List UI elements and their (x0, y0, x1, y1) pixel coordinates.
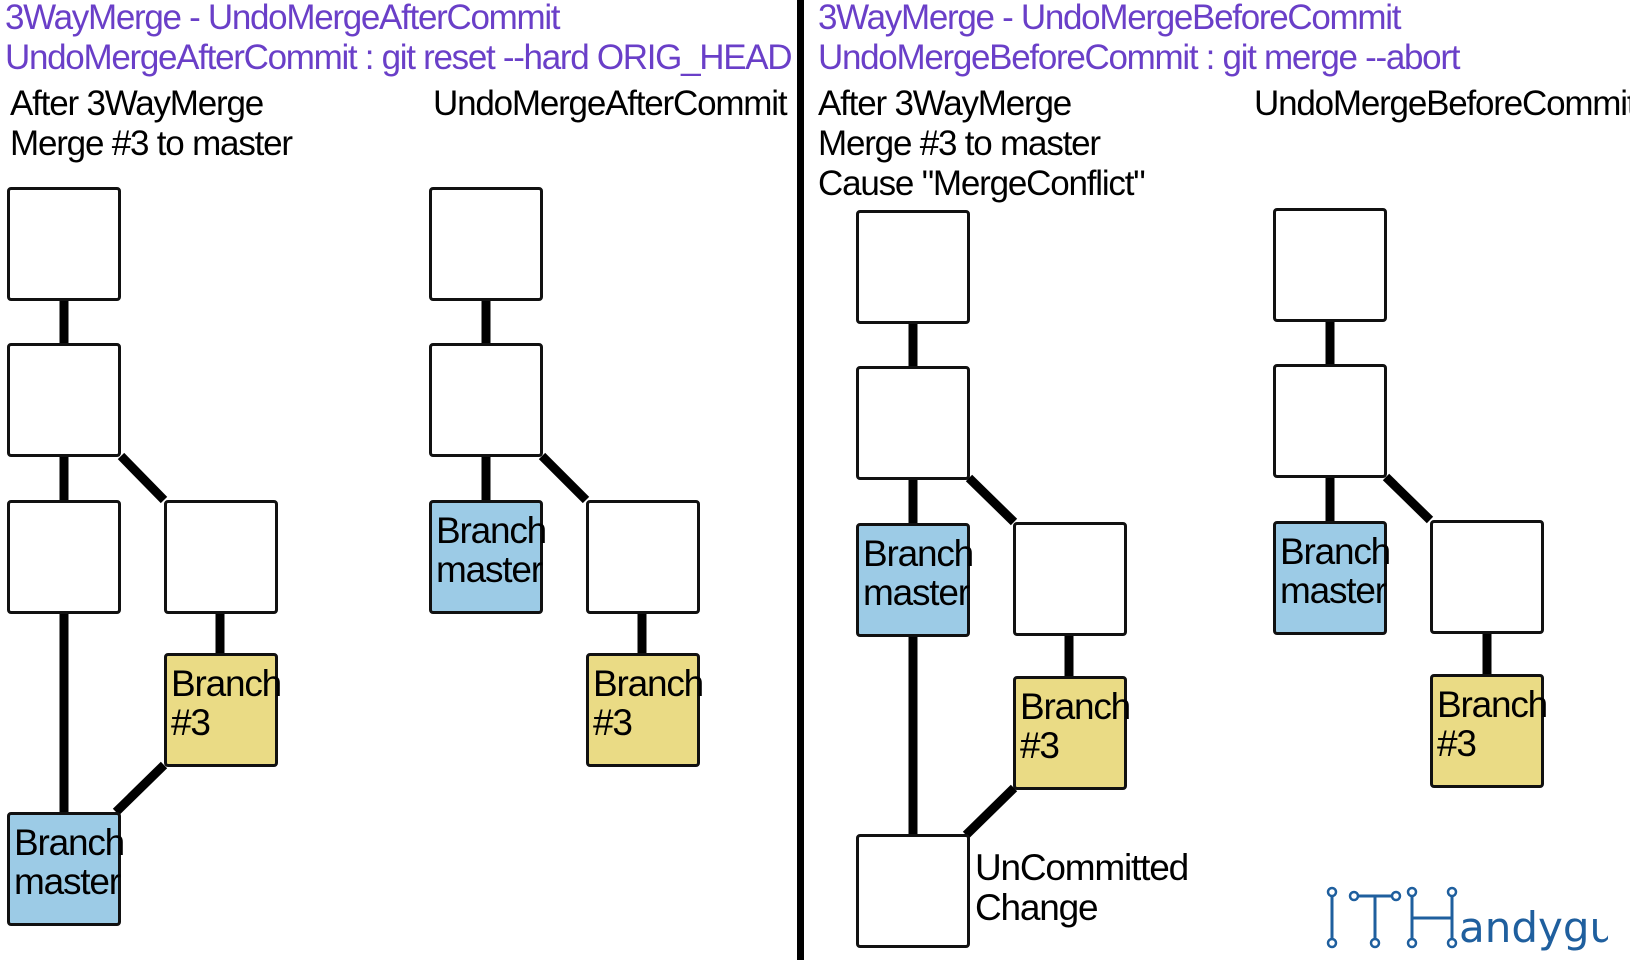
commit-node (856, 210, 970, 324)
commit-node (1430, 520, 1544, 634)
branch-master-node: Branch master (429, 500, 547, 614)
edge (117, 452, 168, 504)
branch-master-label: Branch master (863, 533, 974, 613)
ithandyguy-logo: andyguy (1326, 886, 1608, 952)
branch-feature-label: Branch #3 (1020, 686, 1131, 766)
edge (538, 452, 590, 504)
commit-node (7, 500, 121, 614)
commit-node (1013, 522, 1127, 636)
commit-node (164, 500, 278, 614)
edge (112, 761, 168, 816)
edge (962, 784, 1018, 839)
commit-node (586, 500, 700, 614)
left-after-caption: UndoMergeAfterCommit (433, 84, 788, 123)
right-after-caption: UndoMergeBeforeCommit (1254, 84, 1630, 123)
uncommitted-change-line1: UnCommitted (975, 847, 1189, 888)
commit-node (429, 187, 543, 301)
left-before-caption-line2: Merge #3 to master (10, 124, 293, 163)
branch-master-node: Branch master (856, 523, 974, 637)
right-before-caption-line3: Cause "MergeConflict" (818, 164, 1146, 203)
branch-feature-node: Branch #3 (1430, 674, 1548, 788)
commit-node (429, 343, 543, 457)
branch-master-label: Branch master (436, 510, 547, 590)
left-title-line2: UndoMergeAfterCommit : git reset --hard … (5, 38, 793, 77)
branch-feature-node: Branch #3 (1013, 676, 1131, 790)
branch-master-node: Branch master (1273, 521, 1391, 635)
branch-feature-label: Branch #3 (593, 663, 704, 743)
panel-divider (797, 0, 804, 960)
left-before-caption-line1: After 3WayMerge (10, 84, 264, 123)
branch-feature-label: Branch #3 (1437, 684, 1548, 764)
commit-node (1273, 208, 1387, 322)
branch-feature-node: Branch #3 (164, 653, 282, 767)
commit-node (7, 343, 121, 457)
branch-master-node: Branch master (7, 812, 125, 926)
left-title-line1: 3WayMerge - UndoMergeAfterCommit (5, 0, 561, 37)
right-title-line2: UndoMergeBeforeCommit : git merge --abor… (818, 38, 1460, 77)
commit-node (7, 187, 121, 301)
branch-feature-node: Branch #3 (586, 653, 704, 767)
right-before-caption-line1: After 3WayMerge (818, 84, 1072, 123)
branch-master-label: Branch master (1280, 531, 1391, 611)
uncommitted-change-line2: Change (975, 887, 1099, 928)
right-before-caption-line2: Merge #3 to master (818, 124, 1101, 163)
branch-feature-label: Branch #3 (171, 663, 282, 743)
commit-node (1273, 364, 1387, 478)
edge (1382, 473, 1434, 524)
edge (965, 474, 1018, 526)
commit-node (856, 366, 970, 480)
branch-master-label: Branch master (14, 822, 125, 902)
right-title-line1: 3WayMerge - UndoMergeBeforeCommit (818, 0, 1401, 37)
logo-text: andyguy (1459, 903, 1608, 952)
uncommitted-change-node (856, 834, 970, 948)
